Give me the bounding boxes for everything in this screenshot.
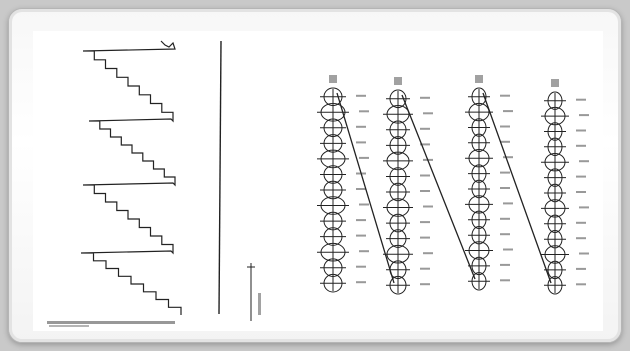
side-annotation (420, 267, 430, 270)
side-annotation (500, 279, 510, 282)
side-annotation (359, 110, 369, 113)
scale-bar (247, 263, 255, 321)
side-annotation (500, 171, 510, 174)
diagonal-connector (336, 92, 395, 284)
loop-column-1 (317, 87, 369, 293)
scanned-figure (33, 31, 603, 331)
column-label-mark (394, 77, 402, 85)
column-labels (329, 75, 559, 87)
side-annotation (576, 191, 586, 193)
side-annotation (420, 174, 430, 177)
trace-path (80, 40, 182, 315)
side-annotation (500, 233, 510, 236)
side-annotation (423, 205, 433, 208)
side-annotation (500, 140, 510, 143)
side-annotation (503, 248, 513, 251)
side-annotation (420, 221, 430, 224)
loop-column-4 (541, 91, 589, 295)
side-annotation (420, 190, 430, 192)
side-annotation (500, 217, 510, 220)
side-annotation (576, 175, 586, 178)
side-annotation (356, 281, 366, 284)
recording-diagram (47, 40, 589, 327)
image-frame (8, 8, 622, 343)
side-annotation (500, 94, 510, 97)
side-annotation (359, 156, 369, 159)
side-annotation (423, 252, 433, 255)
side-annotation (579, 252, 589, 255)
side-annotation (420, 143, 430, 146)
staircase-trace (80, 40, 182, 315)
side-annotation (576, 283, 586, 286)
side-annotation (503, 156, 513, 159)
rotated-caption (47, 321, 175, 327)
side-annotation (503, 110, 513, 113)
side-annotation (579, 206, 589, 209)
loop-columns (317, 87, 589, 295)
side-annotation (356, 141, 366, 144)
side-annotation (576, 144, 586, 147)
side-annotation (579, 114, 589, 117)
side-annotation (500, 125, 510, 128)
side-annotation (356, 188, 366, 190)
side-annotation (576, 98, 586, 101)
side-annotation (576, 267, 586, 270)
side-annotation (359, 250, 369, 253)
side-annotation (576, 129, 586, 132)
diagonal-connector (401, 94, 476, 280)
side-annotation (356, 94, 366, 97)
side-annotation (420, 96, 430, 99)
scale-bar-caption (258, 293, 261, 315)
side-annotation (576, 237, 586, 240)
side-annotation (356, 265, 366, 268)
column-label-mark (329, 75, 337, 83)
loop-column-2 (383, 89, 433, 295)
side-annotation (500, 263, 510, 266)
diagonal-connector (482, 92, 552, 284)
side-annotation (420, 236, 430, 239)
side-annotation (356, 234, 366, 237)
side-annotation (356, 219, 366, 222)
vertical-divider-line (218, 40, 222, 315)
side-annotation (423, 112, 433, 115)
side-annotation (420, 127, 430, 130)
column-label-mark (475, 75, 483, 83)
side-annotation (579, 160, 589, 163)
side-annotation (356, 125, 366, 128)
side-annotation (359, 203, 369, 206)
side-annotation (420, 283, 430, 286)
side-annotation (500, 187, 510, 189)
side-annotation (503, 202, 513, 205)
column-label-mark (551, 79, 559, 87)
loop-column-3 (465, 87, 513, 291)
side-annotation (576, 221, 586, 224)
